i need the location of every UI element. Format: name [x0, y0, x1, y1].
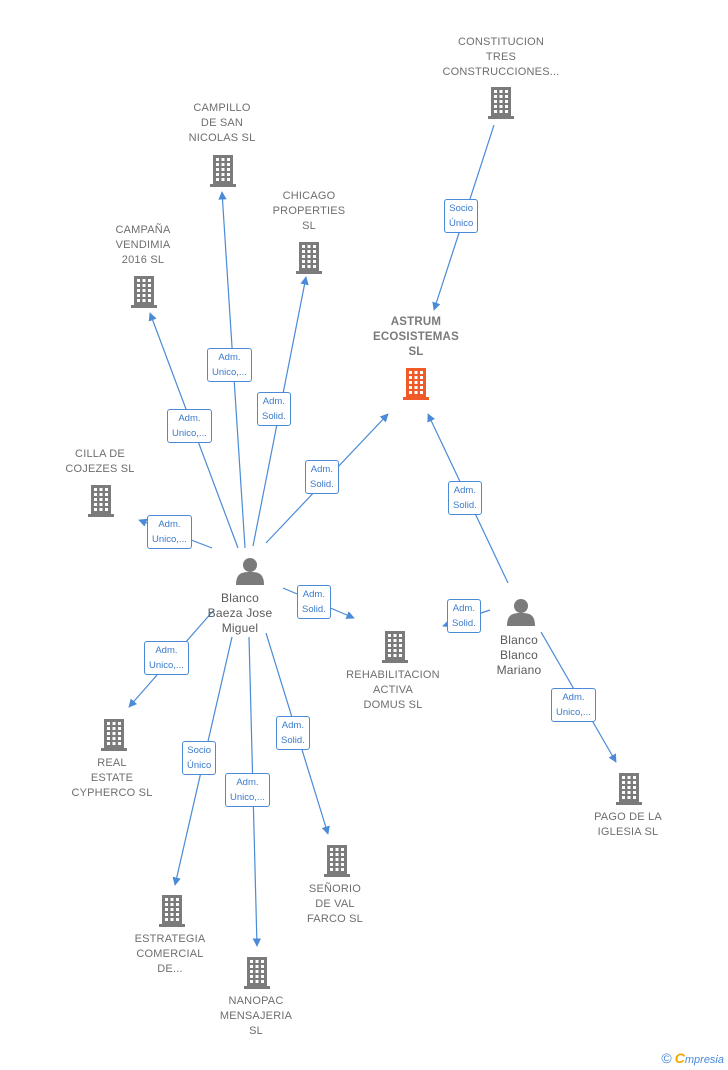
building-icon-constitucion[interactable] — [488, 87, 514, 119]
brand-logo-text: mpresia — [684, 1054, 724, 1066]
edge-label-blanco_mariano-to-pago[interactable]: Adm. Unico,... — [551, 688, 596, 722]
node-label-chicago[interactable]: CHICAGO PROPERTIES SL — [272, 190, 346, 232]
edge-label-blanco_jose-to-rehabilitacion[interactable]: Adm. Solid. — [297, 585, 331, 619]
person-icon-blanco_mariano[interactable] — [507, 599, 535, 626]
edge-label-blanco_jose-to-chicago[interactable]: Adm. Solid. — [257, 392, 291, 426]
building-icon-rehabilitacion[interactable] — [382, 631, 408, 663]
building-icon-real_estate[interactable] — [101, 719, 127, 751]
building-icon-estrategia[interactable] — [159, 895, 185, 927]
node-label-campana[interactable]: CAMPAÑA VENDIMIA 2016 SL — [115, 224, 171, 266]
node-label-constitucion[interactable]: CONSTITUCION TRES CONSTRUCCIONES... — [442, 36, 560, 78]
node-label-astrum[interactable]: ASTRUM ECOSISTEMAS SL — [373, 316, 459, 358]
node-label-rehabilitacion[interactable]: REHABILITACION ACTIVA DOMUS SL — [346, 669, 440, 711]
building-icon-pago[interactable] — [616, 773, 642, 805]
edge-label-constitucion-to-astrum[interactable]: Socio Único — [444, 199, 479, 233]
brand-footer: ©Cmpresia — [661, 1050, 724, 1066]
node-label-senorio[interactable]: SEÑORIO DE VAL FARCO SL — [306, 883, 363, 925]
edge-label-blanco_jose-to-campana[interactable]: Adm. Unico,... — [167, 409, 212, 443]
edge-label-blanco_mariano-to-astrum[interactable]: Adm. Solid. — [448, 481, 482, 515]
building-icon-campana[interactable] — [131, 276, 157, 308]
edge-label-blanco_jose-to-estrategia[interactable]: Socio Único — [182, 741, 217, 775]
building-icon-astrum[interactable] — [403, 368, 429, 400]
edge-label-blanco_jose-to-cilla[interactable]: Adm. Unico,... — [147, 515, 192, 549]
copyright-symbol: © — [661, 1050, 672, 1066]
node-label-campillo[interactable]: CAMPILLO DE SAN NICOLAS SL — [188, 102, 256, 144]
building-icon-senorio[interactable] — [324, 845, 350, 877]
node-label-blanco_jose[interactable]: Blanco Baeza Jose Miguel — [207, 591, 273, 635]
edge-label-blanco_jose-to-astrum[interactable]: Adm. Solid. — [305, 460, 339, 494]
node-label-nanopac[interactable]: NANOPAC MENSAJERIA SL — [219, 995, 293, 1037]
person-icon-blanco_jose[interactable] — [236, 558, 264, 585]
edge-label-blanco_jose-to-senorio[interactable]: Adm. Solid. — [276, 716, 310, 750]
edge-label-blanco_jose-to-campillo[interactable]: Adm. Unico,... — [207, 348, 252, 382]
building-icon-campillo[interactable] — [210, 155, 236, 187]
edge-label-blanco_mariano-to-rehabilitacion[interactable]: Adm. Solid. — [447, 599, 481, 633]
building-icon-cilla[interactable] — [88, 485, 114, 517]
node-label-blanco_mariano[interactable]: Blanco Blanco Mariano — [496, 633, 542, 677]
node-label-pago[interactable]: PAGO DE LA IGLESIA SL — [594, 811, 662, 838]
edge-label-blanco_jose-to-nanopac[interactable]: Adm. Unico,... — [225, 773, 270, 807]
edge-label-blanco_jose-to-real_estate[interactable]: Adm. Unico,... — [144, 641, 189, 675]
node-label-cilla[interactable]: CILLA DE COJEZES SL — [65, 448, 135, 475]
node-label-estrategia[interactable]: ESTRATEGIA COMERCIAL DE... — [134, 933, 206, 975]
building-icon-chicago[interactable] — [296, 242, 322, 274]
building-icon-nanopac[interactable] — [244, 957, 270, 989]
brand-logo-initial: C — [674, 1050, 685, 1066]
node-label-real_estate[interactable]: REAL ESTATE CYPHERCO SL — [71, 757, 153, 799]
